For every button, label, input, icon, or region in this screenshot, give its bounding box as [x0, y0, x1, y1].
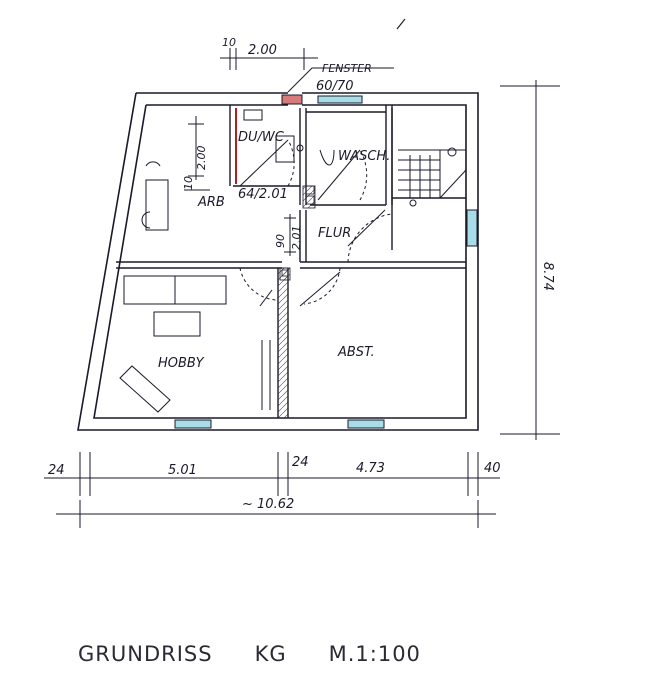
- room-label-hobby: HOBBY: [158, 356, 205, 371]
- wc-icon: [243, 109, 263, 121]
- caption-scale: M.1:100: [328, 642, 421, 666]
- windows: [174, 94, 478, 429]
- room-label-wasch: WASCH.: [338, 149, 390, 164]
- staircase: [398, 147, 467, 207]
- door-swings: [239, 139, 393, 307]
- dim-flur-90: 90: [274, 234, 287, 248]
- outer-walls: [77, 92, 479, 431]
- dim-wall-mid: 24: [292, 455, 309, 470]
- fenster-label: FENSTER: [322, 62, 372, 75]
- window-abst: [347, 419, 385, 429]
- door-arb-size: 64/2.01: [238, 187, 288, 202]
- washer-icon: [319, 149, 335, 166]
- dim-wall-left: 24: [48, 463, 65, 478]
- fenster-size: 60/70: [316, 79, 353, 94]
- room-label-flur: FLUR: [318, 226, 351, 241]
- bench-icon: [119, 365, 171, 413]
- table-icon: [153, 311, 201, 337]
- window-wasch: [317, 95, 363, 104]
- stair-end-icon: [409, 199, 417, 207]
- caption-title: GRUNDRISS: [78, 642, 213, 666]
- chair-icon: [145, 161, 161, 167]
- hatched-walls: [277, 185, 316, 419]
- room-label-duwc: DU/WC: [238, 130, 285, 145]
- pen-mark: [396, 18, 406, 30]
- interior-walls: [116, 105, 466, 418]
- window-duwc: [281, 94, 303, 105]
- dim-total-width: ~ 10.62: [242, 497, 294, 512]
- dim-top-10: 10: [222, 36, 236, 49]
- stair-newel-icon: [447, 147, 457, 157]
- drawing-caption: GRUNDRISS KG M.1:100: [78, 642, 421, 666]
- dim-hobby-width: 5.01: [168, 463, 197, 478]
- shower-icon: [275, 135, 295, 163]
- caption-level: KG: [254, 642, 287, 666]
- outer-dimension-labels: 24 5.01 24 4.73 40 ~ 10.62 8.74: [48, 262, 555, 512]
- room-labels: DU/WC WASCH. ARB FLUR HOBBY ABST.: [158, 130, 390, 371]
- dim-wall-right: 40: [484, 461, 501, 476]
- dim-total-depth: 8.74: [540, 262, 555, 291]
- room-label-arb: ARB: [197, 195, 225, 210]
- wall-markers: [281, 185, 315, 277]
- dim-arb-10: 10: [182, 176, 195, 190]
- plan-annotations: FENSTER 60/70 64/2.01 10 2.00 2.00 10 90…: [182, 36, 372, 250]
- dim-top-200: 2.00: [248, 43, 277, 58]
- dim-abst-width: 4.73: [356, 461, 385, 476]
- furniture: [119, 109, 335, 413]
- dimension-lines: [44, 48, 560, 528]
- room-label-abst: ABST.: [337, 345, 375, 360]
- dim-arb-200: 2.00: [195, 146, 208, 171]
- chair-icon: [141, 211, 151, 229]
- window-hobby: [174, 419, 212, 429]
- desk-icon: [145, 179, 169, 231]
- window-stair: [466, 209, 478, 247]
- dim-flur-201: 2.01: [290, 226, 303, 251]
